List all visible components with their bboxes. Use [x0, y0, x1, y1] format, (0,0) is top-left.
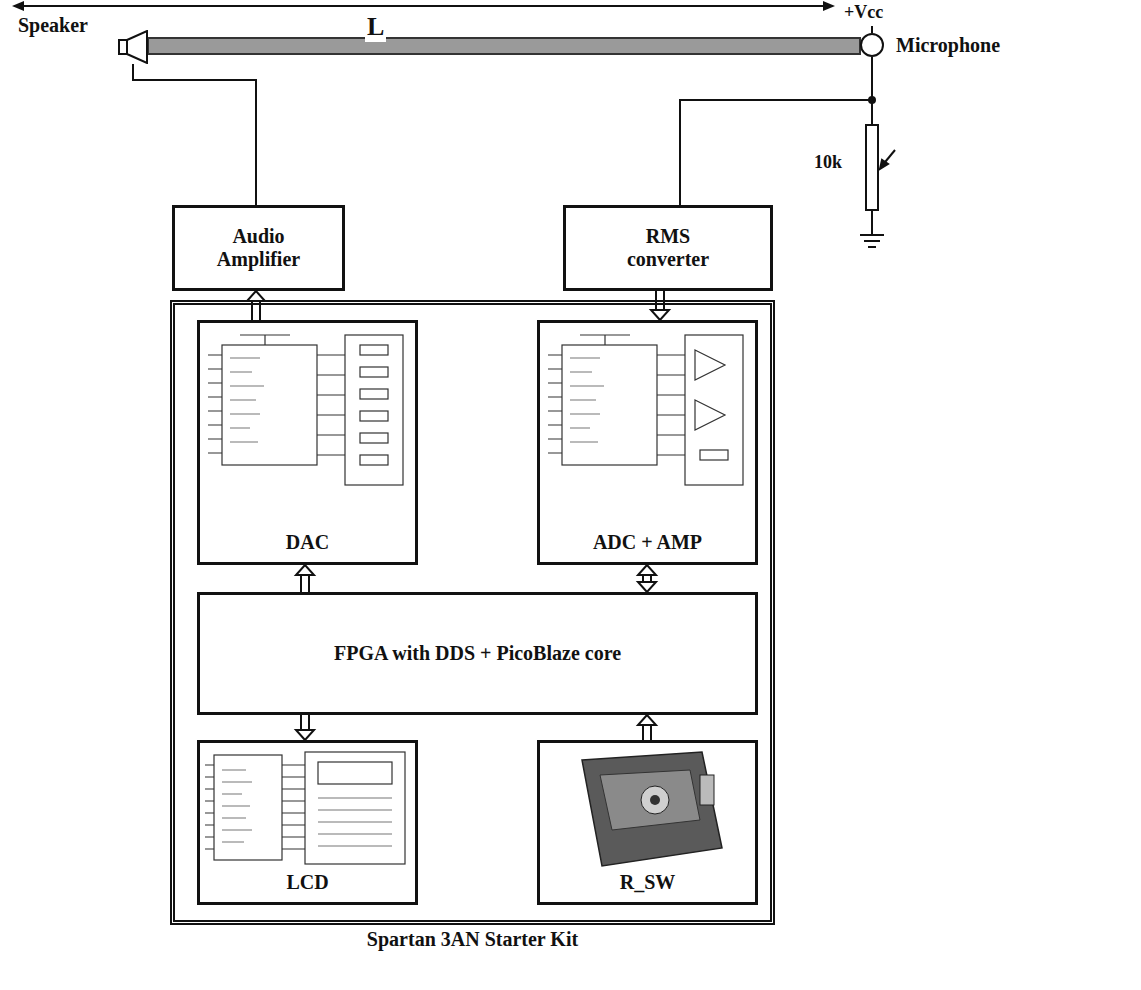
tube — [148, 38, 860, 54]
microphone-symbol: Microphone — [860, 33, 884, 57]
block-label: DAC — [286, 531, 329, 554]
arrow-head — [638, 565, 656, 575]
arrow-shaft — [642, 575, 644, 582]
speaker-outline — [118, 30, 148, 64]
block-label: Microphone — [896, 34, 1000, 57]
lcd-block: LCD — [197, 740, 418, 905]
speaker-symbol: Speaker — [118, 30, 148, 64]
arrow-shaft — [650, 575, 652, 582]
connector — [133, 64, 256, 205]
block-label: RMS converter — [613, 225, 723, 271]
arrow-head — [296, 730, 314, 740]
arrow-shaft — [642, 725, 644, 740]
board-title: Spartan 3AN Starter Kit — [175, 928, 770, 951]
board-outline: Spartan 3AN Starter KitDACADC + AMPFPGA … — [170, 300, 775, 925]
wire — [133, 64, 256, 205]
connector — [638, 565, 656, 592]
supply-label: +Vcc — [842, 2, 885, 23]
connector — [296, 565, 314, 592]
arrow-head — [651, 310, 669, 320]
arrow-shaft — [650, 725, 652, 740]
fpga-block: FPGA with DDS + PicoBlaze core — [197, 592, 758, 715]
connector — [247, 291, 265, 320]
switch-photo — [582, 752, 722, 866]
dimension-line — [12, 1, 835, 11]
adc-schematic — [548, 335, 743, 485]
converter-box: RMS converter — [563, 205, 773, 291]
vcc-wire — [871, 26, 873, 33]
block-label: Audio Amplifier — [204, 225, 314, 271]
speaker-magnet — [119, 40, 127, 54]
resistor-value: 10k — [812, 152, 844, 173]
connector — [680, 57, 872, 205]
arrow-shaft — [300, 715, 302, 730]
block-label: LCD — [286, 871, 328, 894]
arrow-shaft — [300, 575, 302, 592]
arrow-head — [638, 582, 656, 592]
arrow-head — [638, 715, 656, 725]
arrow-shaft — [308, 575, 310, 592]
arrow-shaft — [308, 715, 310, 730]
speaker-cone — [127, 31, 147, 63]
switch-block: R_SW — [537, 740, 758, 905]
arrow-head — [296, 565, 314, 575]
dimension-label: L — [365, 12, 386, 42]
dac-block: DAC — [197, 320, 418, 565]
amplifier-box: Audio Amplifier — [172, 205, 345, 291]
adc-block: ADC + AMP — [537, 320, 758, 565]
wire — [680, 57, 872, 205]
block-label: FPGA with DDS + PicoBlaze core — [334, 642, 621, 665]
connector — [651, 291, 669, 320]
resistor-symbol — [866, 97, 895, 235]
block-label: R_SW — [620, 871, 676, 894]
block-label: Speaker — [18, 14, 88, 37]
connector — [638, 715, 656, 740]
lcd-schematic — [205, 752, 405, 864]
ground-symbol — [860, 235, 884, 247]
block-label: ADC + AMP — [593, 531, 702, 554]
connector — [296, 715, 314, 740]
dac-schematic — [208, 335, 403, 485]
